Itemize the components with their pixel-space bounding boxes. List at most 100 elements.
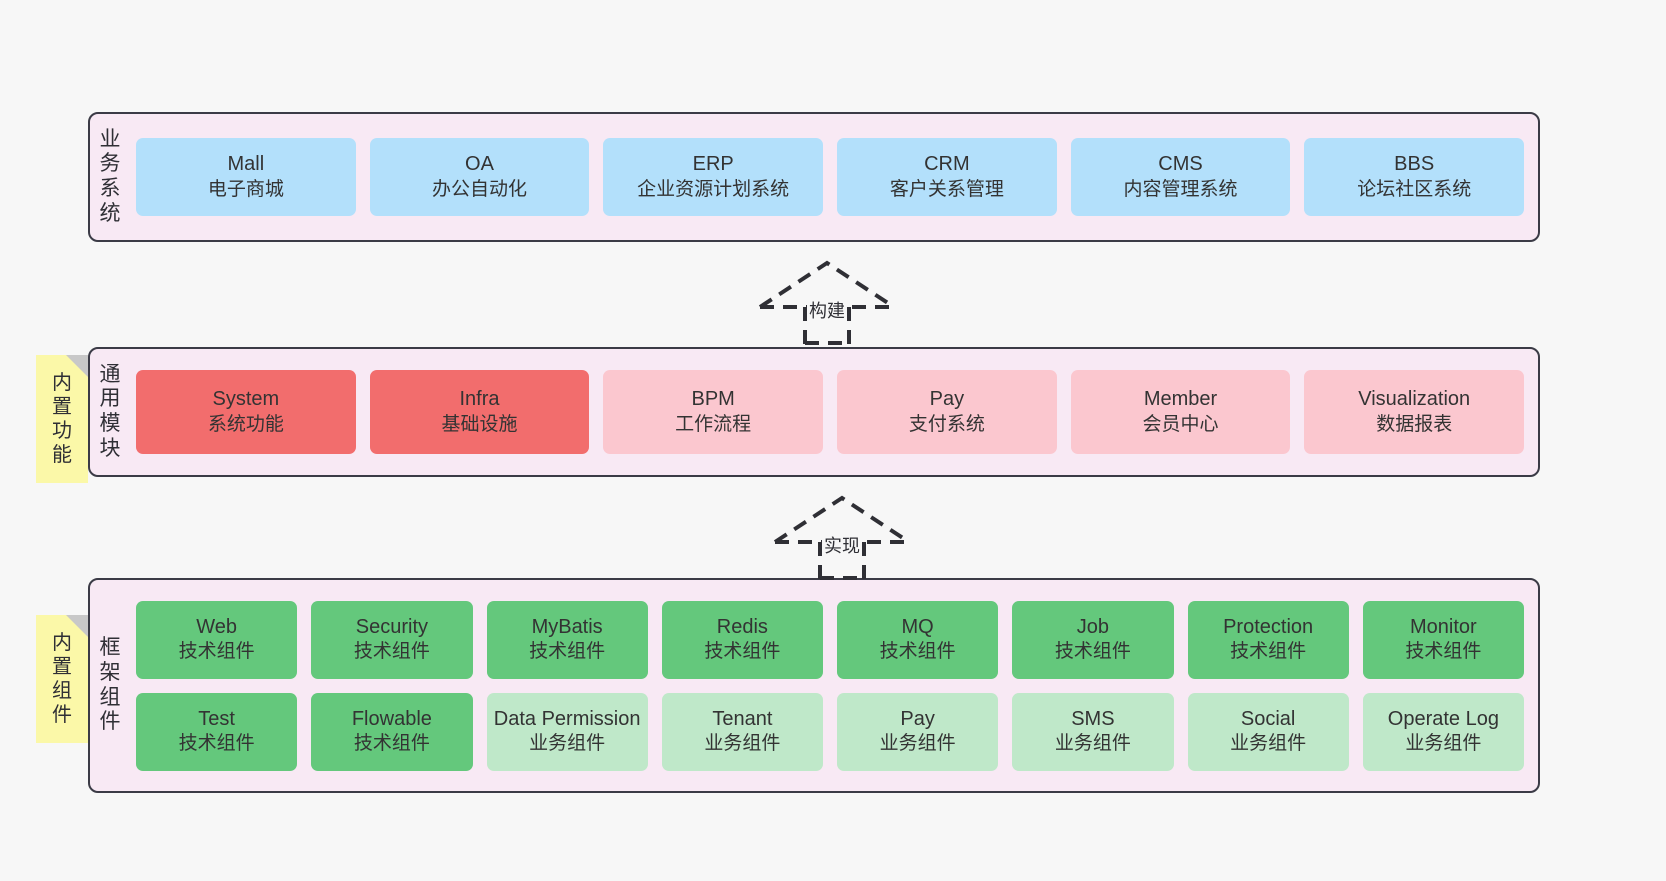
note-char: 能 — [52, 444, 72, 466]
caption-char: 组 — [99, 685, 121, 709]
connector-implement-arrow — [773, 495, 911, 580]
note-builtin-features: 内 置 功 能 — [36, 355, 88, 483]
note-char: 组 — [52, 680, 72, 702]
layer-business-systems: 业 务 系 统 Mall 电子商城 OA 办公自动化 ERP 企业资源计划系统 … — [88, 112, 1540, 242]
note-char: 置 — [52, 396, 72, 418]
card-visualization[interactable]: Visualization 数据报表 — [1304, 370, 1525, 454]
card-mybatis[interactable]: MyBatis 技术组件 — [486, 600, 648, 679]
note-char: 置 — [52, 656, 72, 678]
note-fold-corner — [66, 355, 88, 377]
card-bpm[interactable]: BPM 工作流程 — [603, 370, 824, 454]
card-subtitle: 技术组件 — [1054, 641, 1131, 663]
card-subtitle: 技术组件 — [353, 733, 430, 755]
card-mq[interactable]: MQ 技术组件 — [837, 600, 999, 679]
card-subtitle: 业务组件 — [1230, 733, 1307, 755]
card-subtitle: 技术组件 — [1230, 641, 1307, 663]
card-system[interactable]: System 系统功能 — [136, 370, 356, 454]
card-title: OA — [465, 153, 494, 176]
card-bbs[interactable]: BBS 论坛社区系统 — [1304, 138, 1525, 216]
card-title: Mall — [227, 153, 265, 176]
card-title: Visualization — [1358, 388, 1471, 411]
card-infra[interactable]: Infra 基础设施 — [369, 370, 590, 454]
card-title: Job — [1076, 615, 1109, 638]
card-subtitle: 业务组件 — [704, 733, 781, 755]
card-protection[interactable]: Protection 技术组件 — [1187, 600, 1349, 679]
card-pay-module[interactable]: Pay 支付系统 — [837, 370, 1057, 454]
card-job[interactable]: Job 技术组件 — [1012, 600, 1174, 679]
layer-body-common-modules: System 系统功能 Infra 基础设施 BPM 工作流程 Pay 支付系统… — [130, 349, 1538, 475]
card-redis[interactable]: Redis 技术组件 — [661, 600, 823, 679]
card-title: MyBatis — [531, 615, 603, 638]
card-subtitle: 业务组件 — [1405, 733, 1482, 755]
card-title: Member — [1143, 388, 1218, 411]
card-subtitle: 客户关系管理 — [889, 178, 1004, 200]
caption-char: 系 — [99, 177, 121, 200]
card-cms[interactable]: CMS 内容管理系统 — [1070, 138, 1291, 216]
card-title: Monitor — [1410, 615, 1477, 638]
card-title: Pay — [900, 707, 935, 730]
card-flowable[interactable]: Flowable 技术组件 — [311, 692, 473, 771]
card-subtitle: 系统功能 — [207, 413, 284, 435]
caption-char: 用 — [99, 387, 121, 411]
card-title: Redis — [716, 615, 768, 638]
card-title: Test — [198, 707, 235, 730]
caption-char: 模 — [99, 412, 121, 435]
connector-implement-label: 实现 — [822, 532, 862, 558]
card-member[interactable]: Member 会员中心 — [1070, 370, 1291, 454]
card-test[interactable]: Test 技术组件 — [136, 692, 298, 771]
layer-framework-components: 框 架 组 件 Web 技术组件 Security 技术组件 MyBatis 技… — [88, 578, 1540, 793]
connector-build-label: 构建 — [807, 297, 847, 323]
card-web[interactable]: Web 技术组件 — [136, 600, 298, 679]
card-title: MQ — [901, 615, 934, 638]
caption-char: 块 — [99, 436, 121, 460]
card-pay-component[interactable]: Pay 业务组件 — [837, 692, 999, 771]
caption-char: 通 — [99, 362, 121, 386]
card-social[interactable]: Social 业务组件 — [1187, 692, 1349, 771]
card-title: System — [212, 388, 280, 411]
note-char: 内 — [52, 372, 72, 394]
card-title: ERP — [692, 153, 734, 176]
caption-char: 框 — [99, 636, 121, 660]
card-mall[interactable]: Mall 电子商城 — [136, 138, 356, 216]
card-subtitle: 企业资源计划系统 — [637, 178, 790, 200]
card-title: BPM — [691, 388, 735, 411]
card-oa[interactable]: OA 办公自动化 — [369, 138, 590, 216]
layer-common-modules: 通 用 模 块 System 系统功能 Infra 基础设施 BPM 工作流程 … — [88, 347, 1540, 477]
note-char: 件 — [52, 704, 72, 726]
note-char: 功 — [52, 420, 72, 442]
framework-row-business: Test 技术组件 Flowable 技术组件 Data Permission … — [136, 692, 1524, 771]
card-title: CRM — [924, 153, 970, 176]
card-subtitle: 基础设施 — [441, 413, 518, 435]
card-operate-log[interactable]: Operate Log 业务组件 — [1362, 692, 1524, 771]
card-crm[interactable]: CRM 客户关系管理 — [837, 138, 1057, 216]
card-sms[interactable]: SMS 业务组件 — [1012, 692, 1174, 771]
layer-caption-framework-components: 框 架 组 件 — [90, 580, 130, 791]
connector-implement: 实现 — [770, 490, 920, 582]
connector-build-arrow — [758, 260, 896, 345]
layer-body-framework-components: Web 技术组件 Security 技术组件 MyBatis 技术组件 Redi… — [130, 580, 1538, 791]
card-subtitle: 业务组件 — [529, 733, 606, 755]
note-char: 内 — [52, 632, 72, 654]
layer-caption-business-systems: 业 务 系 统 — [90, 114, 130, 240]
card-title: Operate Log — [1387, 707, 1499, 730]
connector-build: 构建 — [755, 255, 905, 347]
caption-char: 业 — [99, 127, 121, 151]
caption-char: 件 — [99, 710, 121, 734]
note-fold-corner — [66, 615, 88, 637]
card-subtitle: 论坛社区系统 — [1357, 178, 1472, 200]
card-subtitle: 技术组件 — [178, 641, 255, 663]
card-subtitle: 技术组件 — [178, 733, 255, 755]
card-title: Social — [1240, 707, 1296, 730]
caption-char: 统 — [99, 201, 121, 225]
card-subtitle: 内容管理系统 — [1123, 178, 1238, 200]
card-tenant[interactable]: Tenant 业务组件 — [661, 692, 823, 771]
card-subtitle: 工作流程 — [675, 413, 752, 435]
card-security[interactable]: Security 技术组件 — [311, 600, 473, 679]
note-builtin-components: 内 置 组 件 — [36, 615, 88, 743]
card-title: Infra — [459, 388, 500, 411]
card-data-permission[interactable]: Data Permission 业务组件 — [486, 692, 648, 771]
card-monitor[interactable]: Monitor 技术组件 — [1362, 600, 1524, 679]
card-title: Flowable — [351, 707, 432, 730]
card-erp[interactable]: ERP 企业资源计划系统 — [603, 138, 824, 216]
card-subtitle: 电子商城 — [207, 178, 284, 200]
